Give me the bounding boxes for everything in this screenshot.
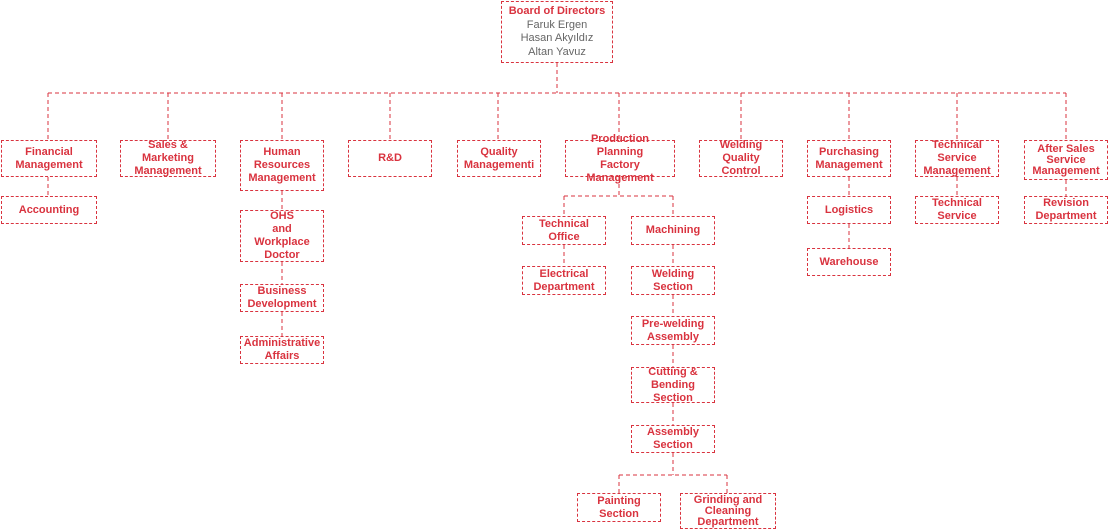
accounting-box: Accounting (1, 196, 97, 224)
purchasing-management-box: Purchasing Management (807, 140, 891, 177)
machining-box: Machining (631, 216, 715, 245)
board-title: Board of Directors (508, 5, 606, 17)
human-resources-box: Human Resources Management (240, 140, 324, 191)
quality-management-box: Quality Managementi (457, 140, 541, 177)
welding-section-box: Welding Section (631, 266, 715, 295)
sales-marketing-box: Sales & Marketing Management (120, 139, 216, 177)
rnd-box: R&D (348, 140, 432, 177)
technical-office-box: Technical Office (522, 216, 606, 245)
technical-service-box: Technical Service (915, 196, 999, 224)
logistics-box: Logistics (807, 196, 891, 224)
board-member: Altan Yavuz (528, 45, 586, 58)
cutting-bending-box: Cutting & Bending Section (631, 366, 715, 404)
production-planning-box: Production Planning Factory Management (565, 133, 675, 184)
electrical-department-box: Electrical Department (522, 266, 606, 295)
grinding-cleaning-box: Grinding and Cleaning Department (680, 493, 776, 529)
painting-section-box: Painting Section (577, 493, 661, 522)
assembly-section-box: Assembly Section (631, 425, 715, 453)
revision-department-box: Revision Department (1024, 196, 1108, 224)
administrative-affairs-box: Administrative Affairs (240, 336, 324, 364)
board-member: Hasan Akyıldız (520, 32, 594, 44)
warehouse-box: Warehouse (807, 248, 891, 276)
financial-management-box: Financial Management (1, 140, 97, 177)
after-sales-service-box: After Sales Service Management (1024, 140, 1108, 180)
board-of-directors-box: Board of Directors Faruk Ergen Hasan Aky… (501, 1, 613, 63)
business-development-box: Business Development (240, 284, 324, 312)
technical-service-management-box: Technical Service Management (915, 139, 999, 177)
pre-welding-assembly-box: Pre-welding Assembly (631, 316, 715, 345)
board-member: Faruk Ergen (526, 18, 588, 31)
ohs-workplace-doctor-box: OHS and Workplace Doctor (240, 210, 324, 262)
welding-quality-control-box: Welding Quality Control (699, 139, 783, 177)
